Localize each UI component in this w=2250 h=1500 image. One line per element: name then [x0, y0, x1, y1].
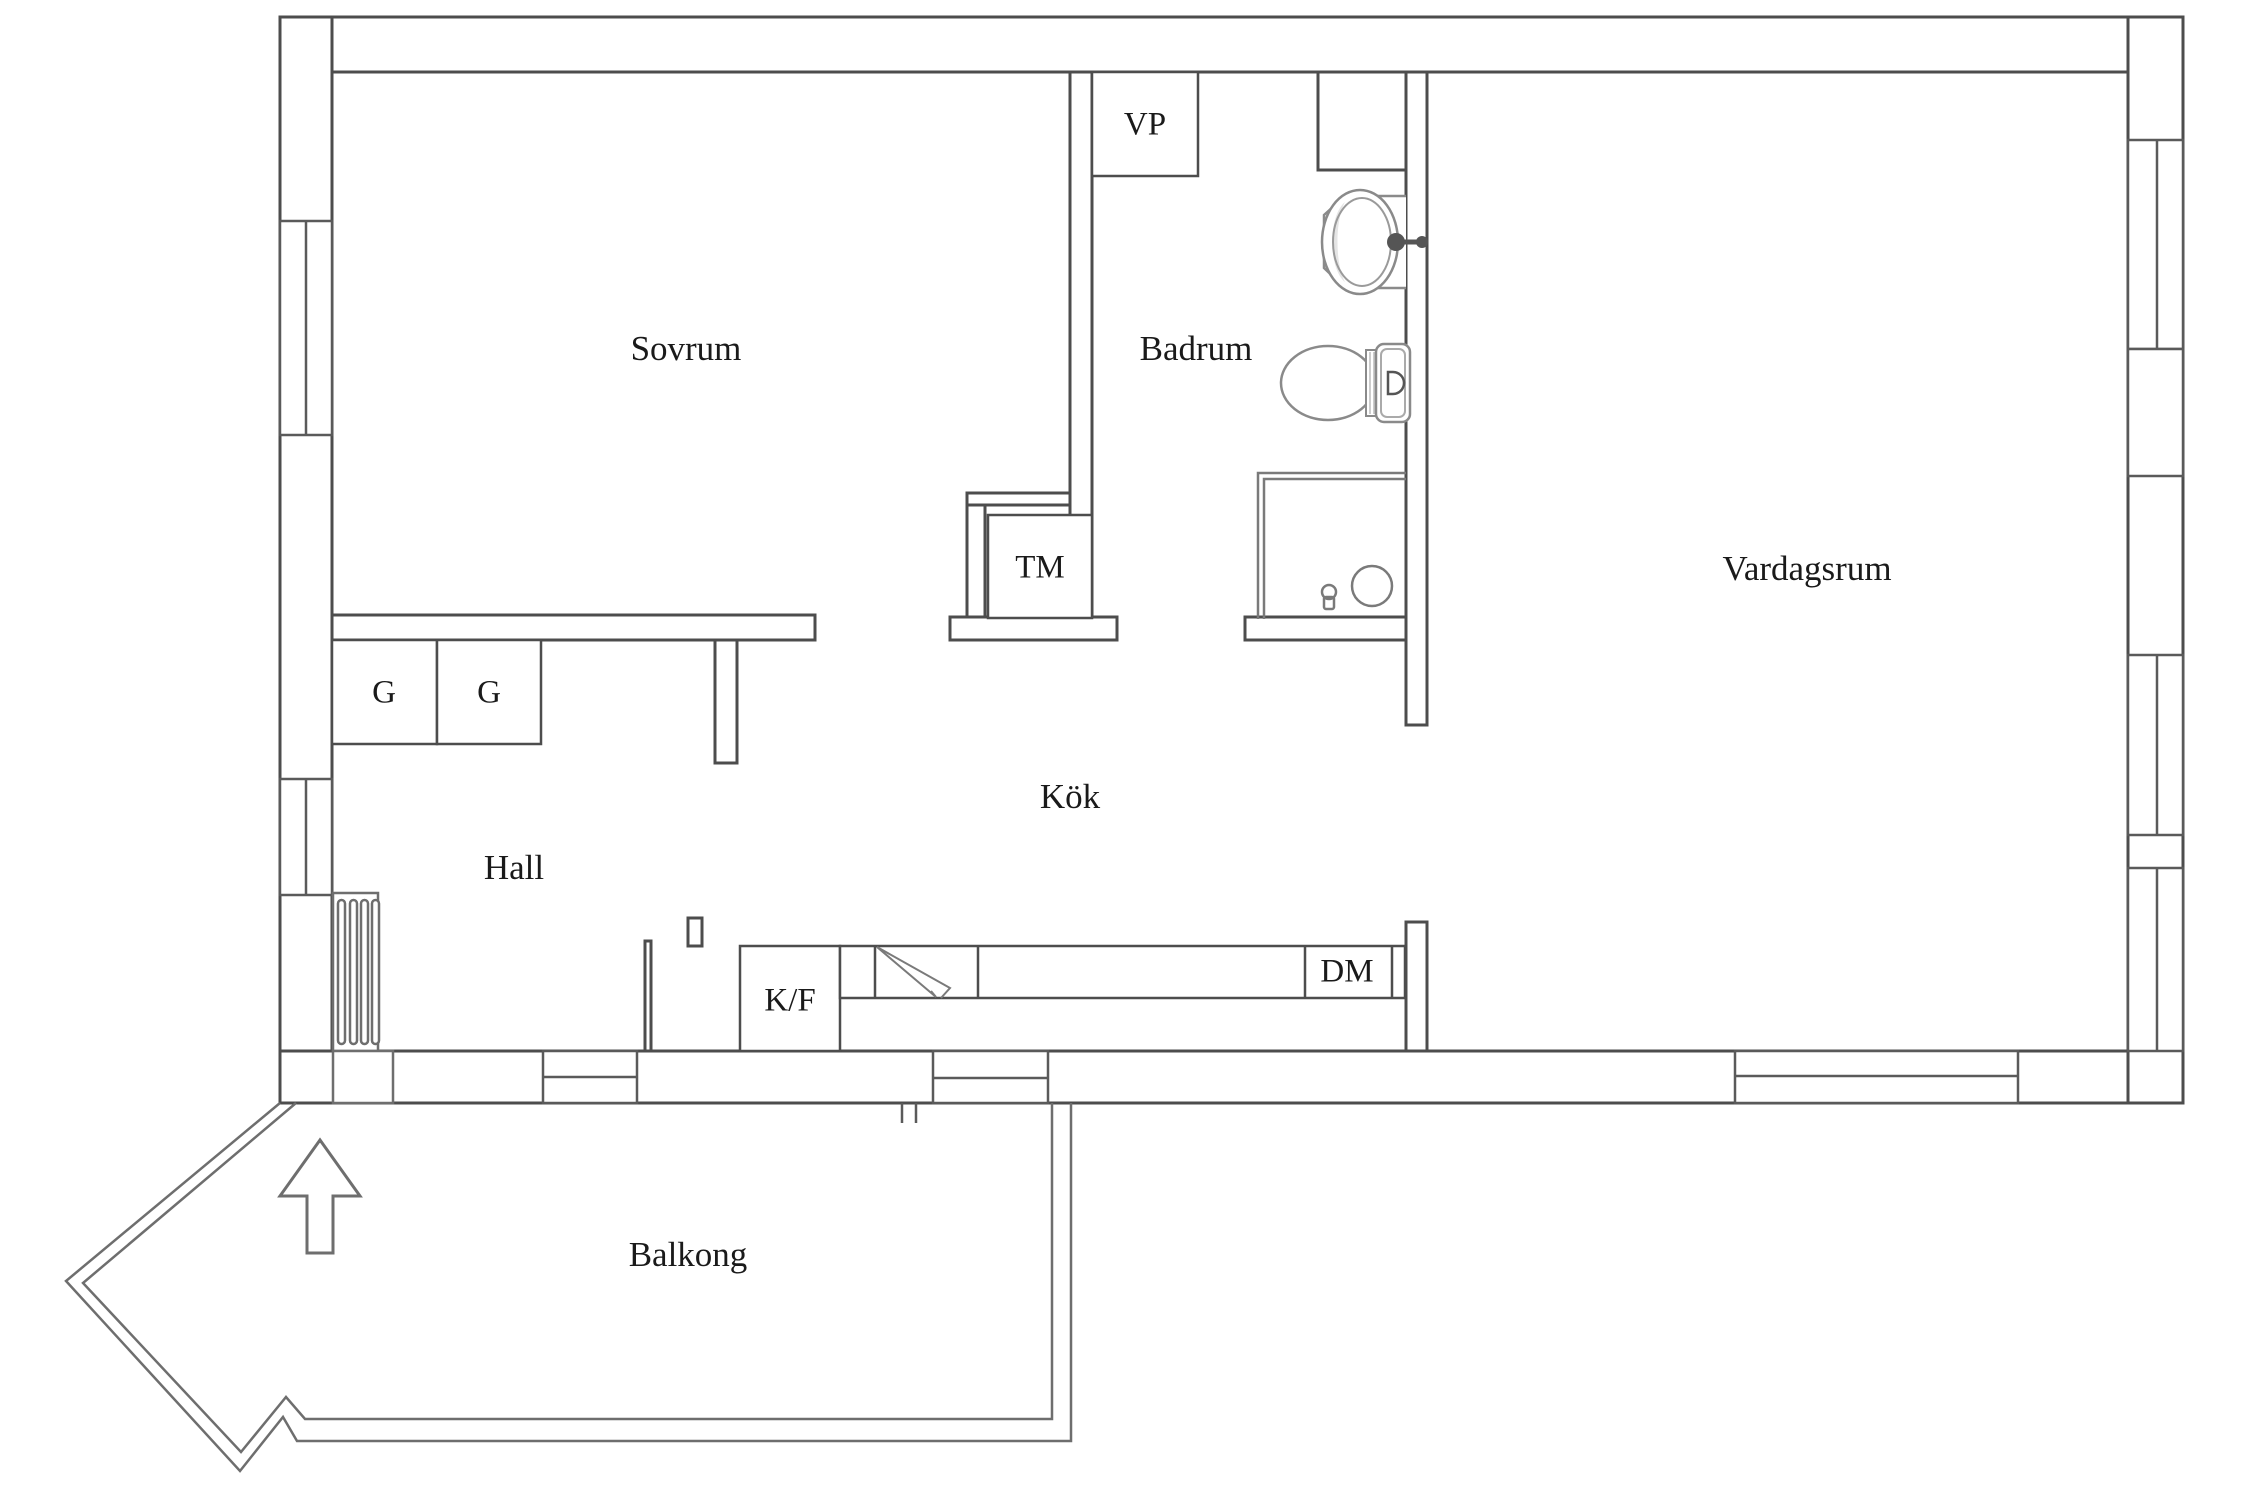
room-label-hall: Hall [484, 848, 545, 887]
window-right-3 [2126, 866, 2185, 1053]
balcony-railing-outer [64, 1102, 1073, 1473]
window-left-sovrum [278, 219, 334, 437]
window-left-hall [278, 777, 334, 897]
room-label-balkong: Balkong [629, 1235, 748, 1274]
wall-kitchen-west [643, 939, 653, 1053]
faucet-icon [1387, 233, 1428, 251]
wall-niche-top [965, 491, 1072, 507]
ventilation-shaft-box [1090, 70, 1200, 178]
room-label-vp: VP [1124, 107, 1166, 143]
washing-machine-box [986, 513, 1094, 620]
wardrobe-boxes [330, 638, 543, 746]
wall-sovrum-south [330, 613, 817, 642]
window-bottom-1 [541, 1049, 639, 1105]
radiator-icon [331, 891, 395, 1105]
balcony-railing-inner [81, 1102, 1054, 1454]
wall-shaft-notch [1316, 72, 1406, 172]
windows [278, 138, 2185, 1123]
sink-symbol [876, 946, 952, 999]
room-label-vardagsrum: Vardagsrum [1722, 549, 1891, 588]
entrance-arrow-icon [277, 1137, 363, 1255]
wall-niche-left [965, 503, 987, 620]
fridge-freezer-box [738, 944, 842, 1053]
wall-left [278, 15, 334, 1105]
window-right-2 [2126, 653, 2185, 837]
bathroom-fixtures [1256, 188, 1428, 619]
room-label-garderob-1: G [372, 675, 396, 711]
closets-appliances [330, 70, 1407, 1053]
room-label-kok: Kök [1040, 777, 1101, 816]
window-right-panel [2126, 347, 2185, 478]
balcony-door [900, 1049, 1050, 1123]
wall-vardagsrum-west-lower [1404, 920, 1429, 1053]
room-label-garderob-2: G [477, 675, 501, 711]
room-label-badrum: Badrum [1140, 329, 1253, 368]
room-label-sovrum: Sovrum [631, 329, 742, 368]
balcony [64, 1102, 1073, 1473]
shower-drain-icon [1350, 564, 1394, 608]
wall-badrum-south-west [948, 615, 1119, 642]
exterior-walls [278, 15, 2185, 1105]
kitchen-counter [838, 944, 1407, 1000]
shower-icon [1256, 471, 1406, 619]
wall-top [278, 15, 2185, 74]
wall-kitchen-pier [686, 916, 704, 948]
toilet-icon [1279, 342, 1412, 424]
wall-badrum-south-east [1243, 615, 1408, 642]
wall-hall-stub [713, 638, 739, 765]
window-right-1 [2126, 138, 2185, 351]
window-bottom-2 [1733, 1049, 2020, 1105]
interior-walls [330, 70, 1429, 1053]
radiator-wall-pier [331, 1049, 395, 1105]
room-label-kf: K/F [764, 983, 815, 1019]
room-label-dm: DM [1320, 954, 1373, 990]
sink-icon [1320, 188, 1428, 296]
shower-knob-icon [1320, 583, 1338, 611]
counter-strip [838, 944, 1407, 1000]
room-label-tm: TM [1015, 550, 1065, 586]
